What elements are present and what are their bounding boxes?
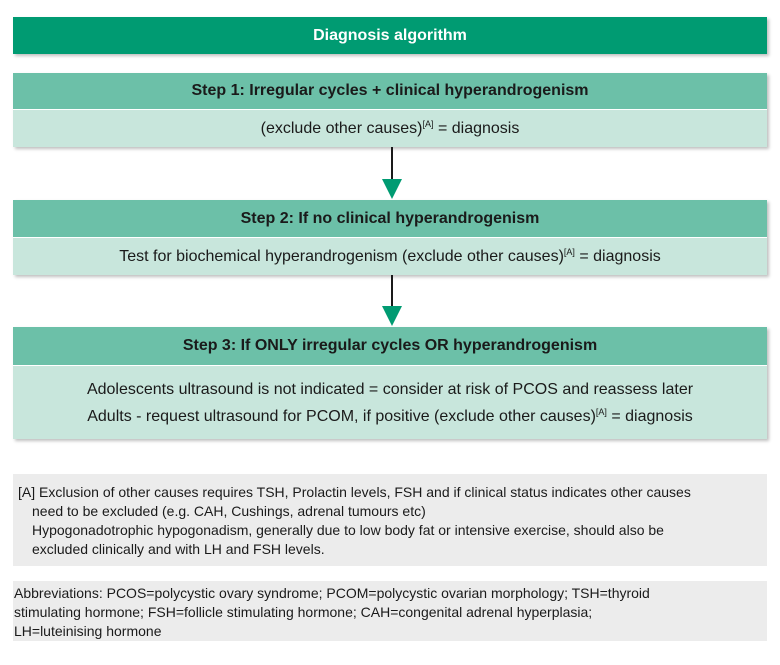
step-3-line-2-text: Adults - request ultrasound for PCOM, if…	[87, 407, 596, 425]
footnote-line-2: need to be excluded (e.g. CAH, Cushings,…	[32, 503, 426, 519]
footnote-line-4: excluded clinically and with LH and FSH …	[32, 541, 325, 557]
footnote-ref: [A]	[563, 247, 575, 257]
step-3-body: Adolescents ultrasound is not indicated …	[13, 365, 767, 439]
down-arrow-icon	[382, 275, 402, 326]
step-3-line-1: Adolescents ultrasound is not indicated …	[87, 376, 693, 403]
footnote-ref: [A]	[422, 119, 434, 129]
abbreviations-box: Abbreviations: PCOS=polycystic ovary syn…	[13, 581, 767, 641]
step-3-line-2: Adults - request ultrasound for PCOM, if…	[87, 403, 693, 430]
step-1-heading: Step 1: Irregular cycles + clinical hype…	[13, 73, 767, 109]
step-3-heading: Step 3: If ONLY irregular cycles OR hype…	[13, 327, 767, 365]
footnote-ref: [A]	[595, 406, 607, 417]
abbreviations-line-2: stimulating hormone; FSH=follicle stimul…	[14, 604, 593, 620]
step-3-box: Step 3: If ONLY irregular cycles OR hype…	[13, 327, 767, 439]
abbreviations-line-1: Abbreviations: PCOS=polycystic ovary syn…	[14, 585, 650, 601]
step-1-line-1-result: = diagnosis	[433, 120, 520, 137]
step-2-box: Step 2: If no clinical hyperandrogenism …	[13, 200, 767, 275]
footnote-line-1: [A] Exclusion of other causes requires T…	[18, 484, 691, 500]
step-2-line-1-text: Test for biochemical hyperandrogenism (e…	[119, 248, 564, 265]
footnote-line-3: Hypogonadotrophic hypogonadism, generall…	[32, 522, 664, 538]
step-3-line-1-text: Adolescents ultrasound is not indicated …	[86, 380, 694, 398]
step-1-body: (exclude other causes)[A] = diagnosis	[13, 109, 767, 147]
step-1-line-1-text: (exclude other causes)	[260, 120, 423, 137]
step-3-line-2-result: = diagnosis	[606, 407, 693, 425]
footnote-box: [A] Exclusion of other causes requires T…	[13, 474, 767, 566]
down-arrow-icon	[382, 147, 402, 199]
step-2-body: Test for biochemical hyperandrogenism (e…	[13, 237, 767, 275]
step-2-line-1-result: = diagnosis	[574, 248, 661, 265]
abbreviations-line-3: LH=luteinising hormone	[14, 623, 162, 639]
step-2-line-1: Test for biochemical hyperandrogenism (e…	[119, 243, 661, 270]
step-1-box: Step 1: Irregular cycles + clinical hype…	[13, 73, 767, 147]
step-1-line-1: (exclude other causes)[A] = diagnosis	[261, 115, 520, 142]
algorithm-title: Diagnosis algorithm	[13, 17, 767, 54]
step-2-heading: Step 2: If no clinical hyperandrogenism	[13, 200, 767, 237]
